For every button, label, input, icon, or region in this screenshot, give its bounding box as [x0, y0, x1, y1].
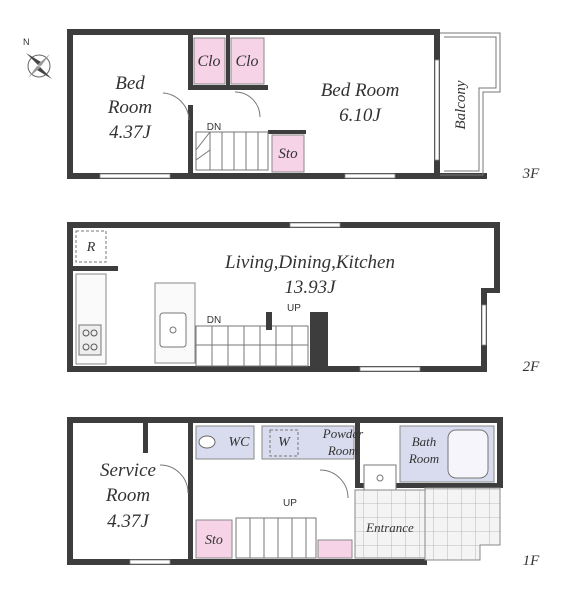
room-name-2: Room [105, 485, 150, 506]
powder-room-label: Powder [322, 426, 364, 441]
floor-3f: Bed Room 4.37J Bed Room 6.10J Clo Clo St… [67, 29, 540, 182]
closet-label: Clo [197, 53, 220, 70]
stairs-1f [235, 517, 317, 559]
room-service: Service Room 4.37J [100, 460, 156, 532]
storage-label: Sto [205, 533, 223, 548]
room-area: 4.37J [107, 511, 150, 532]
room-area: 4.37J [109, 122, 152, 143]
stair-up-label: UP [287, 303, 301, 314]
bath-room-label-2: Room [408, 451, 439, 466]
fridge-label: R [86, 240, 96, 255]
room-name: Service [100, 460, 156, 481]
toilet-icon [198, 435, 216, 449]
washbasin-icon [363, 464, 397, 492]
room-bed-6-10: Bed Room 6.10J [321, 80, 400, 126]
floor-1f: Service Room 4.37J WC W Powder Room Bath… [67, 417, 540, 569]
stair-down-label: DN [207, 122, 221, 133]
stair-up-label: UP [283, 498, 297, 509]
room-name: Bed Room [321, 80, 400, 101]
sink-icon [159, 312, 187, 348]
storage-label: Sto [278, 146, 298, 162]
stair-down-label: DN [207, 315, 221, 326]
room-bed-4-37: Bed Room 4.37J [107, 73, 153, 143]
room-area: 13.93J [284, 277, 337, 298]
floor-2f: Living,Dining,Kitchen 13.93J R DN UP 2F [67, 222, 540, 375]
powder-room-label-2: Room [327, 443, 358, 458]
room-name: Living,Dining,Kitchen [224, 252, 395, 273]
room-name: Bed [115, 73, 145, 94]
floor-label-2f: 2F [523, 359, 541, 375]
balcony-3f [440, 32, 501, 176]
stairs-3f [195, 131, 269, 171]
washer-label: W [278, 435, 291, 450]
compass-north-label: N [23, 37, 30, 47]
room-area: 6.10J [339, 105, 382, 126]
compass-icon: N [23, 37, 52, 79]
room-ldk: Living,Dining,Kitchen 13.93J [224, 252, 395, 298]
bath-room-label: Bath [412, 434, 437, 449]
closet-label: Clo [235, 53, 258, 70]
wc-label: WC [229, 435, 251, 450]
entrance-label: Entrance [365, 520, 414, 535]
room-name-2: Room [107, 97, 152, 118]
balcony-label: Balcony [453, 80, 469, 129]
stairs-2f [195, 325, 309, 367]
bathtub-icon [447, 429, 489, 479]
floor-label-1f: 1F [523, 553, 541, 569]
floor-label-3f: 3F [522, 166, 541, 182]
stove-icon [78, 324, 102, 356]
